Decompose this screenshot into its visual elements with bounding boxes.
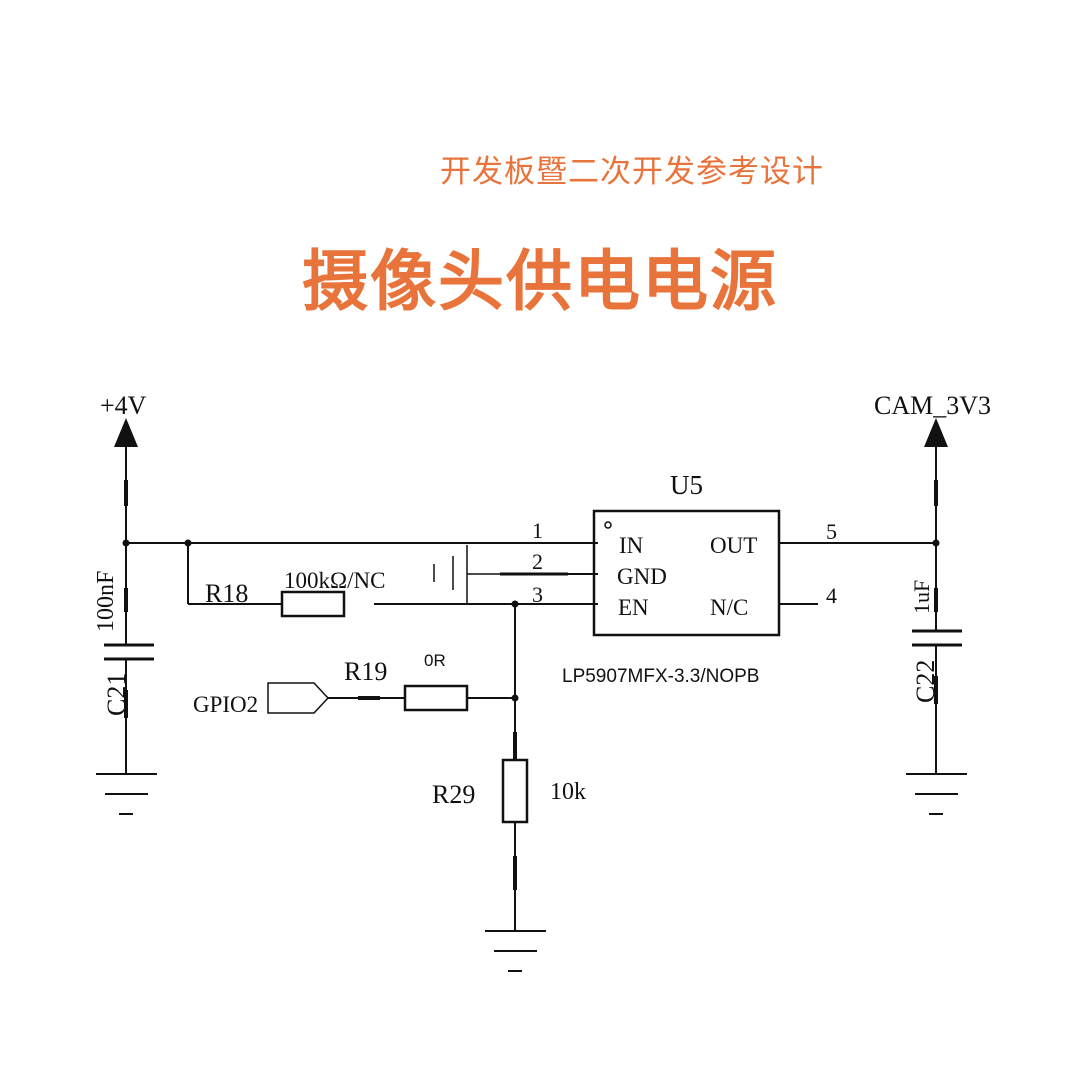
- c21-capacitor: [104, 543, 154, 773]
- pin-name: EN: [618, 595, 649, 620]
- pin-name: N/C: [710, 595, 748, 620]
- pin-name: IN: [619, 533, 644, 558]
- power-out-label: CAM_3V3: [874, 391, 991, 420]
- ground-symbol: [485, 930, 546, 972]
- c22-value: 1uF: [909, 580, 934, 614]
- u5-part-number: LP5907MFX-3.3/NOPB: [562, 666, 759, 687]
- pin-number: 2: [532, 549, 543, 574]
- page-title: 摄像头供电电源: [302, 243, 778, 320]
- c22-ref: C22: [911, 660, 940, 703]
- r29-value: 10k: [550, 779, 586, 805]
- pin-number: 5: [826, 519, 837, 544]
- pin-number: 1: [532, 518, 543, 543]
- pin-number: 4: [826, 583, 837, 608]
- pin-name: GND: [617, 564, 667, 589]
- r19-ref: R19: [344, 657, 387, 686]
- r19-resistor: [403, 684, 469, 712]
- ground-symbol: [96, 773, 157, 815]
- u5-ic-body: [592, 509, 781, 637]
- r18-ref: R18: [205, 579, 248, 608]
- u5-ref: U5: [670, 470, 703, 500]
- power-out-symbol: [924, 418, 948, 543]
- r18-resistor: [280, 590, 346, 618]
- pin-name: OUT: [710, 533, 757, 558]
- pin-number: 3: [532, 582, 543, 607]
- pin1-marker: [604, 521, 612, 529]
- r29-ref: R29: [432, 780, 475, 809]
- r19-value: 0R: [424, 651, 446, 670]
- c21-value: 100nF: [93, 571, 119, 632]
- c22-capacitor: [912, 543, 962, 773]
- r29-resistor: [501, 758, 529, 824]
- ground-symbol: [906, 773, 967, 815]
- subtitle: 开发板暨二次开发参考设计: [440, 154, 824, 190]
- power-in-label: +4V: [100, 391, 147, 420]
- power-in-symbol: [114, 418, 138, 543]
- gpio-port-symbol: [267, 682, 330, 714]
- gpio-label: GPIO2: [193, 692, 258, 717]
- r18-value: 100kΩ/NC: [284, 568, 385, 593]
- c21-ref: C21: [102, 673, 131, 716]
